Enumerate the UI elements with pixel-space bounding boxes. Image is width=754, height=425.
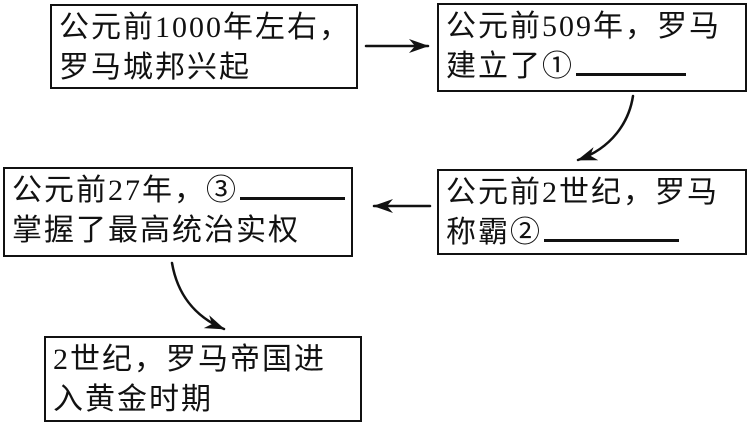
box-hegemony: 公元前2世纪，罗马 称霸② xyxy=(437,169,747,255)
box-line: 称霸② xyxy=(446,213,738,253)
fill-in-blank-2 xyxy=(544,213,679,242)
box-city-state-rise: 公元前1000年左右， 罗马城邦兴起 xyxy=(50,4,358,89)
box-line: 掌握了最高统治实权 xyxy=(12,214,300,247)
fill-in-blank-1 xyxy=(576,47,686,76)
box-line: 入黄金时期 xyxy=(53,383,213,416)
box-line-text: 公元前27年，③ xyxy=(12,174,238,207)
arrow-box3-to-box5 xyxy=(170,261,226,331)
box-line-text: 称霸② xyxy=(446,216,542,249)
box-line: 罗马城邦兴起 xyxy=(59,51,251,84)
box-line: 公元前27年，③ xyxy=(12,171,345,211)
box-supreme-power: 公元前27年，③ 掌握了最高统治实权 xyxy=(3,167,353,257)
box-line: 公元前1000年左右， xyxy=(59,11,351,44)
arrow-box2-to-box4 xyxy=(576,94,635,162)
box-line: 建立了① xyxy=(446,47,738,87)
box-golden-age: 2世纪，罗马帝国进 入黄金时期 xyxy=(44,336,362,422)
box-line: 公元前509年，罗马 xyxy=(446,10,721,43)
box-line: 公元前2世纪，罗马 xyxy=(446,176,719,209)
box-republic-founded: 公元前509年，罗马 建立了① xyxy=(437,3,747,92)
box-line: 2世纪，罗马帝国进 xyxy=(53,343,326,376)
box-line-text: 建立了① xyxy=(446,50,574,83)
fill-in-blank-3 xyxy=(240,171,345,200)
